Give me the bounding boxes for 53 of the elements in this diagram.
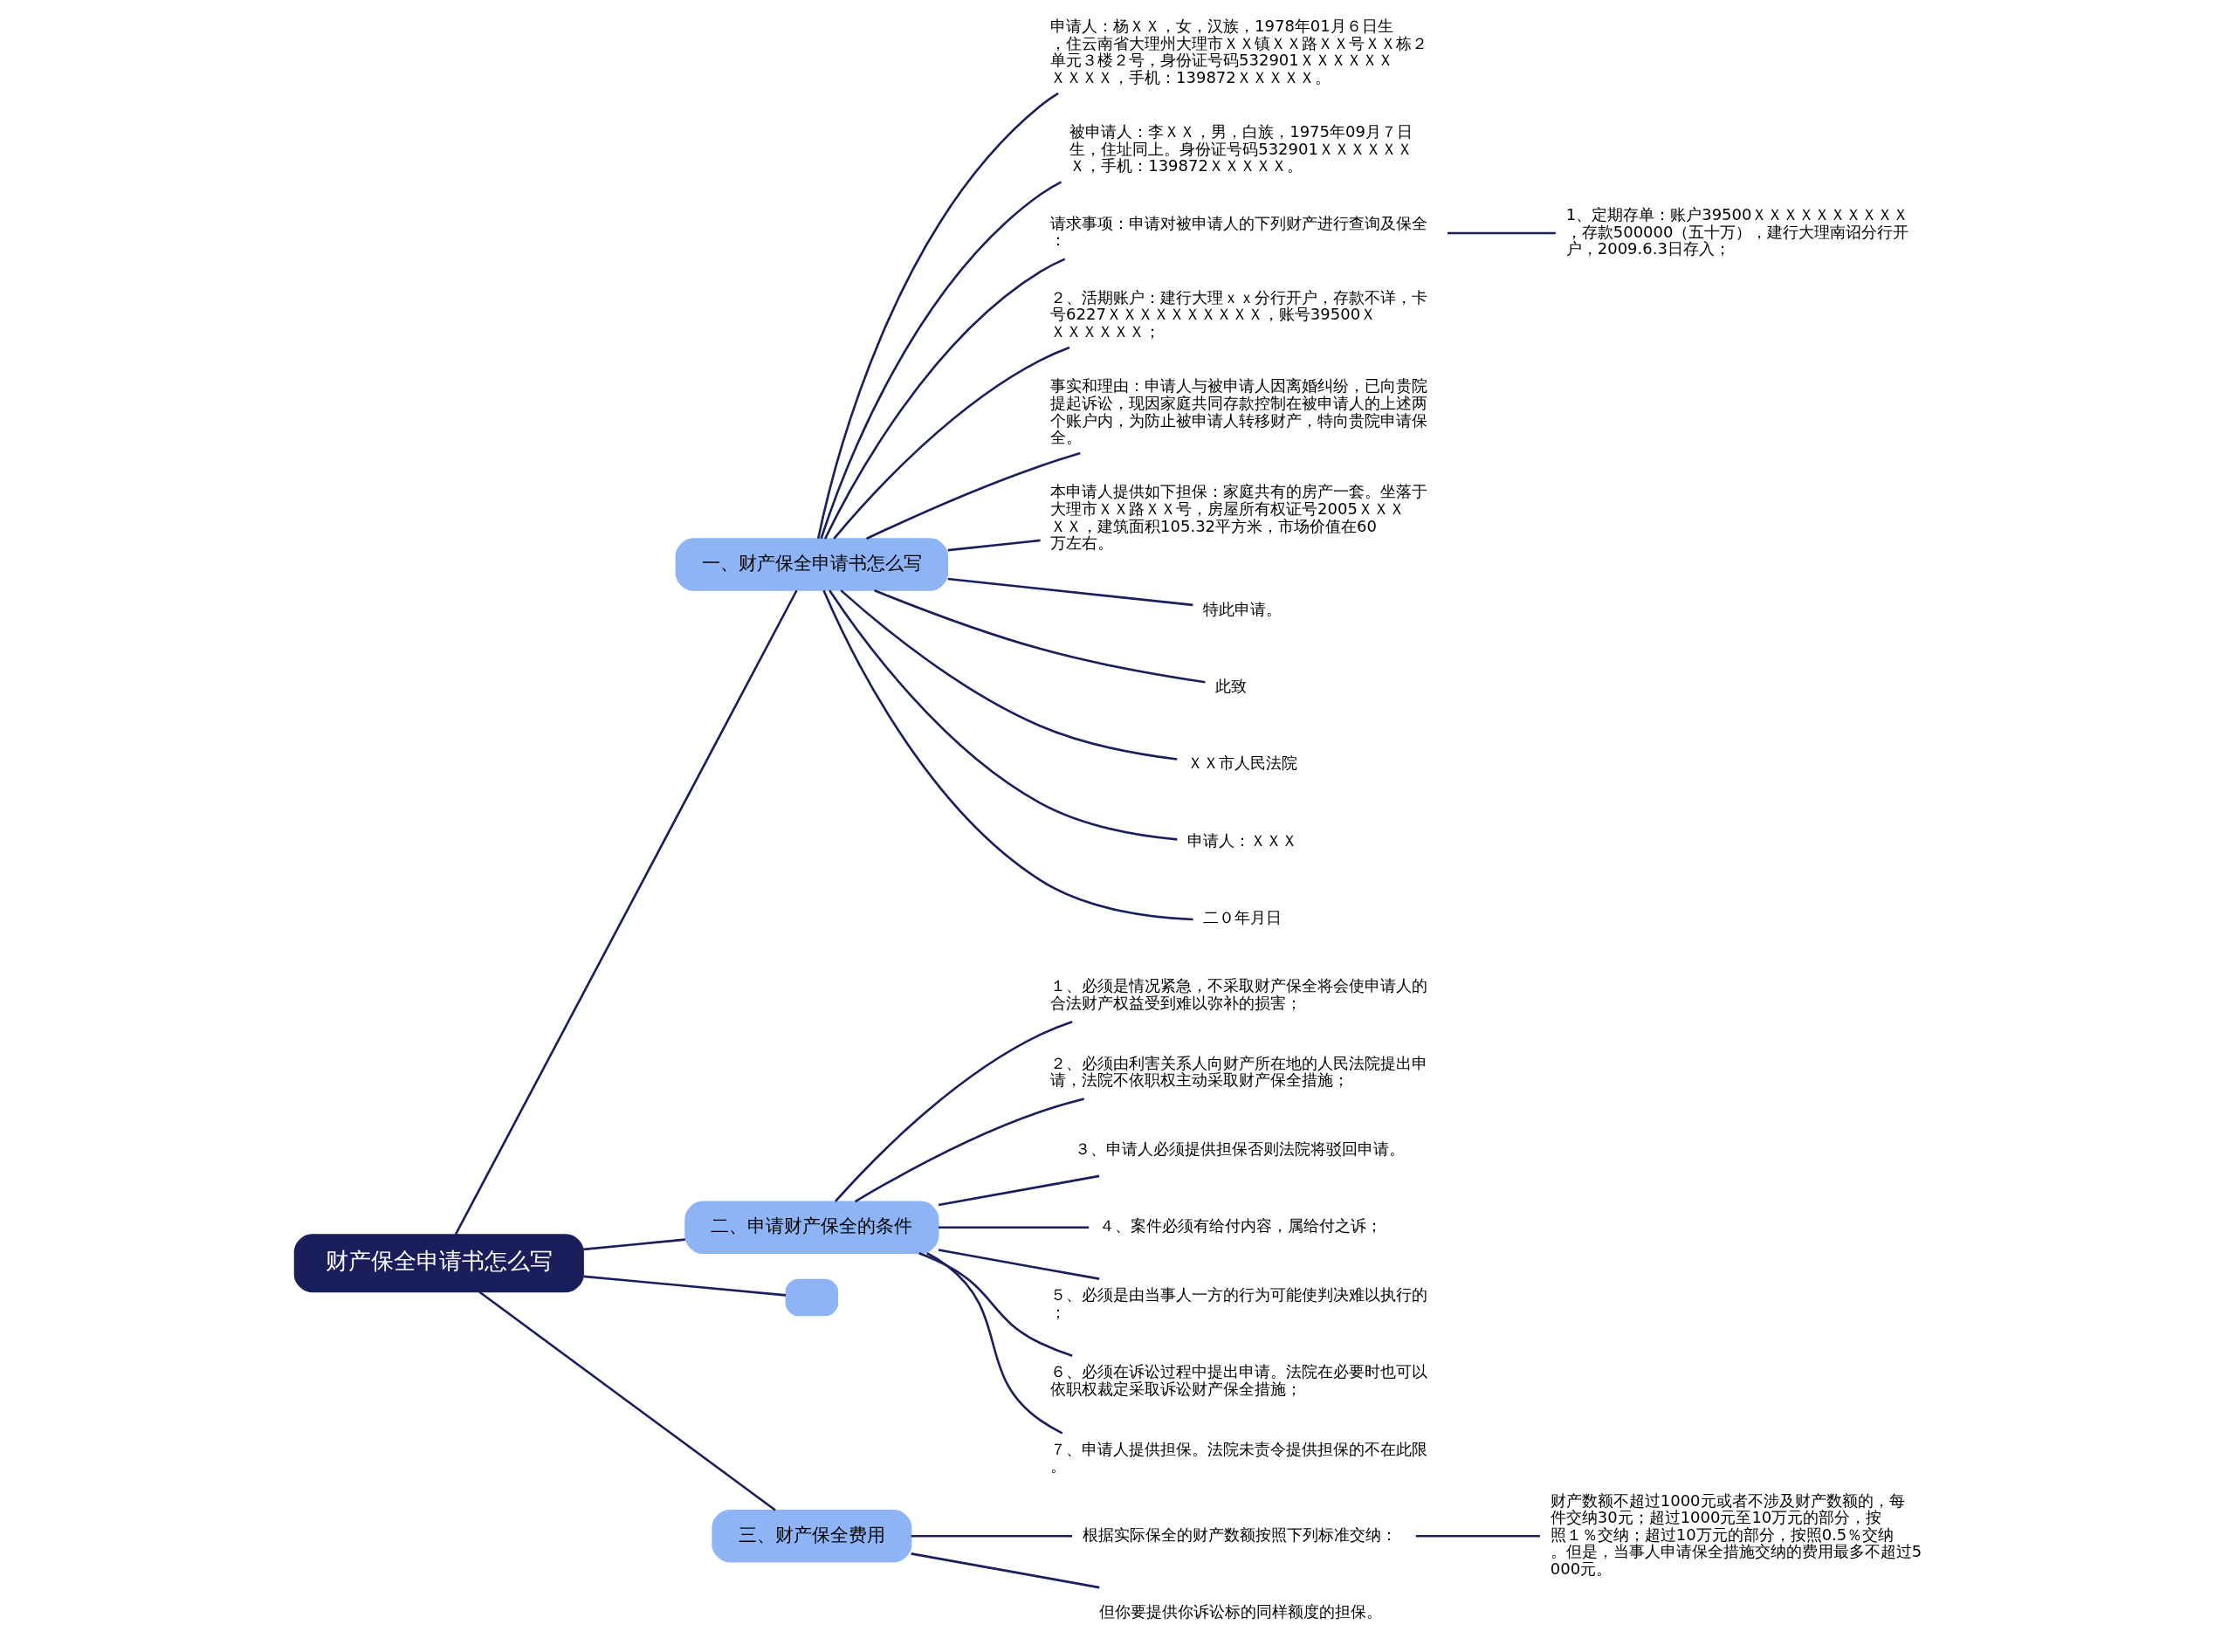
node-text: ＸＸ市人民法院 — [1187, 754, 1298, 773]
node-text: ５、必须是由当事人一方的行为可能使判决难以执行的； — [1050, 1284, 1428, 1321]
node-box: 一、财产保全申请书怎么写 — [675, 538, 949, 591]
connector — [865, 451, 1081, 540]
node-text: 被申请人：李ＸＸ，男，白族，1975年09月７日生，住址同上。身份证号码532901ＸＸＸＸＸＸＸ，手机：139872ＸＸＸＸＸ。 — [1069, 122, 1413, 176]
node-text: ６、必须在诉讼过程中提出申请。法院在必要时也可以依职权裁定采取诉讼财产保全措施； — [1050, 1362, 1428, 1398]
node-text: 二０年月日 — [1203, 907, 1283, 926]
node-text: 财产数额不超过1000元或者不涉及财产数额的，每件交纳30元；超过1000元至10万元的部分，按照１％交纳；超过10万元的部分，按照0.5％交纳。但是，当事人申请保全措施交纳的费用最多不超过5000元。 — [1550, 1490, 1922, 1579]
connector — [833, 346, 1070, 540]
connector — [478, 1291, 776, 1511]
node-text: 申请人：ＸＸＸ — [1187, 830, 1298, 850]
connector — [816, 92, 1059, 540]
connector — [938, 1174, 1100, 1207]
connector — [583, 1275, 787, 1297]
node-text: 但你要提供你诉讼标的同样额度的担保。 — [1098, 1602, 1382, 1621]
node-text: 此致 — [1215, 676, 1248, 695]
node-box — [785, 1278, 839, 1317]
connector — [939, 1226, 1090, 1229]
connector — [1415, 1534, 1540, 1538]
node-text: 根据实际保全的财产数额按照下列标准交纳： — [1082, 1525, 1397, 1544]
connector — [820, 181, 1062, 540]
node-box: 三、财产保全费用 — [712, 1509, 912, 1563]
node-text: ２、活期账户：建行大理ｘｘ分行开户，存款不详，卡号6227ＸＸＸＸＸＸＸＸＸＸ，账号39500ＸＸＸＸＸＸＸ； — [1050, 287, 1428, 341]
node-box: 二、申请财产保全的条件 — [684, 1201, 939, 1255]
connector — [583, 1238, 685, 1251]
connector — [822, 589, 1193, 921]
connector — [829, 589, 1178, 841]
node-text: 特此申请。 — [1203, 599, 1283, 618]
connector — [947, 577, 1193, 607]
connector — [823, 258, 1066, 540]
node-text: 本申请人提供如下担保：家庭共有的房产一套。坐落于大理市ＸＸ路ＸＸ号，房屋所有权证号2005ＸＸＸＸＸ，建筑面积105.32平方米，市场价值在60万左右。 — [1050, 482, 1428, 553]
node-text: ７、申请人提供担保。法院未责令提供担保的不在此限。 — [1050, 1439, 1428, 1476]
node-box: 财产保全申请书怎么写 — [293, 1234, 584, 1293]
connector — [938, 1249, 1100, 1280]
connector — [926, 1252, 1063, 1435]
connector — [1448, 231, 1556, 235]
connector — [911, 1534, 1072, 1538]
connector — [911, 1552, 1100, 1589]
node-text: ３、申请人必须提供担保否则法院将驳回申请。 — [1074, 1139, 1405, 1158]
connector — [840, 589, 1178, 761]
connector — [454, 589, 798, 1236]
connector — [918, 1252, 1073, 1358]
node-text: 申请人：杨ＸＸ，女，汉族，1978年01月６日生，住云南省大理州大理市ＸＸ镇ＸＸ路ＸＸ号ＸＸ栋２单元３楼２号，身份证号码532901ＸＸＸＸＸＸＸＸＸＸ，手机：139872ＸＸＸＸＸ。 — [1050, 16, 1428, 86]
node-text: ４、案件必须有给付内容，属给付之诉； — [1098, 1216, 1382, 1236]
node-text: 请求事项：申请对被申请人的下列财产进行查询及保全： — [1050, 213, 1428, 250]
connector — [874, 589, 1206, 684]
node-text: ２、必须由利害关系人向财产所在地的人民法院提出申请，法院不依职权主动采取财产保全措施； — [1050, 1053, 1428, 1090]
connector — [834, 1020, 1073, 1202]
connector — [854, 1098, 1085, 1203]
connector — [947, 539, 1041, 552]
node-text: １、必须是情况紧急，不采取财产保全将会使申请人的合法财产权益受到难以弥补的损害； — [1050, 976, 1428, 1013]
node-text: 事实和理由：申请人与被申请人因离婚纠纷，已向贵院提起诉讼，现因家庭共同存款控制在被申请人的上述两个账户内，为防止被申请人转移财产，特向贵院申请保全。 — [1050, 376, 1428, 447]
node-text: 1、定期存单：账户39500ＸＸＸＸＸＸＸＸＸＸ，存款500000（五十万），建行大理南诏分行开户，2009.6.3日存入； — [1565, 204, 1909, 258]
